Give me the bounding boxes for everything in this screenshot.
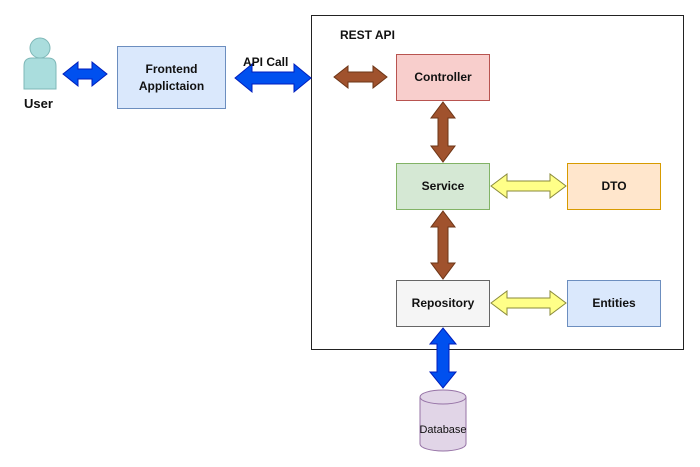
frontend-label-line2: Applictaion [138,78,205,93]
user-frontend-arrow [62,60,108,88]
service-repository-arrow [430,210,456,280]
user-icon [23,37,57,90]
repository-box: Repository [396,280,490,327]
frontend-application-label: Frontend Applictaion [139,61,204,93]
controller-box: Controller [396,54,490,101]
rest-api-container [311,15,684,350]
frontend-label-line1: Frontend [145,62,198,77]
repository-database-arrow [428,327,458,389]
database-icon [419,389,467,452]
api-call-arrow [234,62,312,94]
frontend-application-box: Frontend Applictaion [117,46,226,109]
user-label: User [24,96,53,111]
rest-api-title: REST API [340,28,395,42]
service-box: Service [396,163,490,210]
entry-controller-arrow [333,64,388,90]
controller-service-arrow [430,101,456,163]
entities-box: Entities [567,280,661,327]
api-call-label: API Call [243,55,289,69]
service-dto-arrow [490,173,567,199]
repository-entities-arrow [490,290,567,316]
database-label: Database [419,424,467,436]
dto-box: DTO [567,163,661,210]
